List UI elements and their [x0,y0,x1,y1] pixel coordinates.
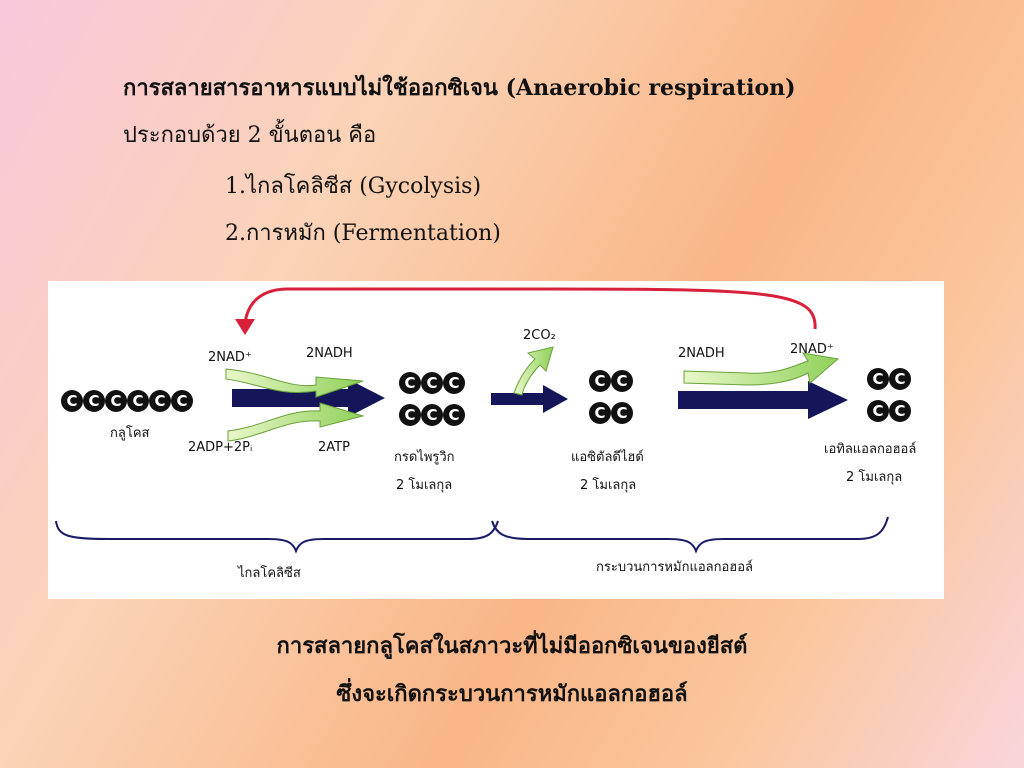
carbon-atom [611,370,633,392]
pyruvic-count: 2 โมเลกุล [396,477,452,493]
adp-label: 2ADP+2Pᵢ [188,440,252,455]
carbon-atom-letter: C [66,392,77,410]
glucose-label: กลูโคส [110,425,150,441]
nad-plus-label-1: 2NAD⁺ [208,350,252,365]
nadh-label-2: 2NADH [678,346,725,361]
carbon-atom [867,400,889,422]
acetaldehyde-label: แอซิตัลดีไฮด์ [571,449,644,465]
carbon-atom [61,390,83,412]
ethanol-label: เอทิลแอลกอฮอล์ [824,441,916,457]
co2-label: 2CO₂ [523,328,556,343]
carbon-atom-letter: C [894,370,905,388]
co2-release-arrow [513,346,554,396]
carbon-atom-letter: C [132,392,143,410]
carbon-atom-letter: C [404,406,415,424]
glycolysis-brace [55,520,499,554]
caption-line-2: ซึ่งจะเกิดกระบวนการหมักแอลกอฮอล์ [336,682,688,707]
adp-to-atp-arrow [227,402,365,442]
nad-cycle-arrow [243,287,817,330]
ethanol-count: 2 โมเลกุล [846,469,902,485]
carbon-atom [171,390,193,412]
nad-to-nadh-arrow [225,368,364,398]
carbon-atom [149,390,171,412]
carbon-atom-letter: C [872,402,883,420]
carbon-atom-letter: C [616,404,627,422]
carbon-atom-letter: C [448,374,459,392]
fermentation-brace [491,516,889,554]
carbon-atom [889,400,911,422]
nadh-to-nad-arrow [683,352,840,386]
carbon-atom [399,404,421,426]
carbon-atom [105,390,127,412]
carbon-atom-letter: C [404,374,415,392]
carbon-atom [589,370,611,392]
carbon-atom [421,372,443,394]
carbon-atom-letter: C [426,406,437,424]
carbon-atom-letter: C [88,392,99,410]
fermentation-label: กระบวนการหมักแอลกอฮอล์ [596,559,753,575]
step-glycolysis: 1.ไกลโคลิซีส (Gycolysis) [225,174,482,199]
glycolysis-main-arrow [232,379,385,417]
caption-line-1: การสลายกลูโคสในสภาวะที่ไม่มีออกซิเจนของย… [276,634,748,659]
acetaldehyde-count: 2 โมเลกุล [580,477,636,493]
carbon-atom [589,402,611,424]
intro-text: ประกอบด้วย 2 ขั้นตอน คือ [123,123,377,148]
carbon-atom [443,404,465,426]
nad-plus-label-2: 2NAD⁺ [790,342,834,357]
carbon-atom [889,368,911,390]
carbon-atom [83,390,105,412]
decarboxylation-arrow [491,385,568,413]
carbon-atom [443,372,465,394]
carbon-atom-letter: C [426,374,437,392]
carbon-atom-letter: C [448,406,459,424]
carbon-atom [421,404,443,426]
nad-cycle-arrowhead [235,319,255,335]
carbon-atom-letter: C [154,392,165,410]
carbon-atom-letter: C [872,370,883,388]
glycolysis-label: ไกลโคลิซีส [237,565,301,581]
carbon-atom-letter: C [110,392,121,410]
fermentation-main-arrow [678,381,848,419]
nadh-label-1: 2NADH [306,346,353,361]
carbon-atom-letter: C [894,402,905,420]
carbon-atom-letter: C [594,404,605,422]
atp-label: 2ATP [318,440,350,455]
carbon-atom [127,390,149,412]
carbon-atom-letter: C [176,392,187,410]
carbon-atom-letter: C [594,372,605,390]
pyruvic-label: กรดไพรูวิก [394,449,455,465]
carbon-atom [867,368,889,390]
slide-title: การสลายสารอาหารแบบไม่ใช้ออกซิเจน (Anaero… [123,75,796,101]
carbon-atom-letter: C [616,372,627,390]
step-fermentation: 2.การหมัก (Fermentation) [225,221,501,246]
carbon-atom [611,402,633,424]
carbon-atom [399,372,421,394]
